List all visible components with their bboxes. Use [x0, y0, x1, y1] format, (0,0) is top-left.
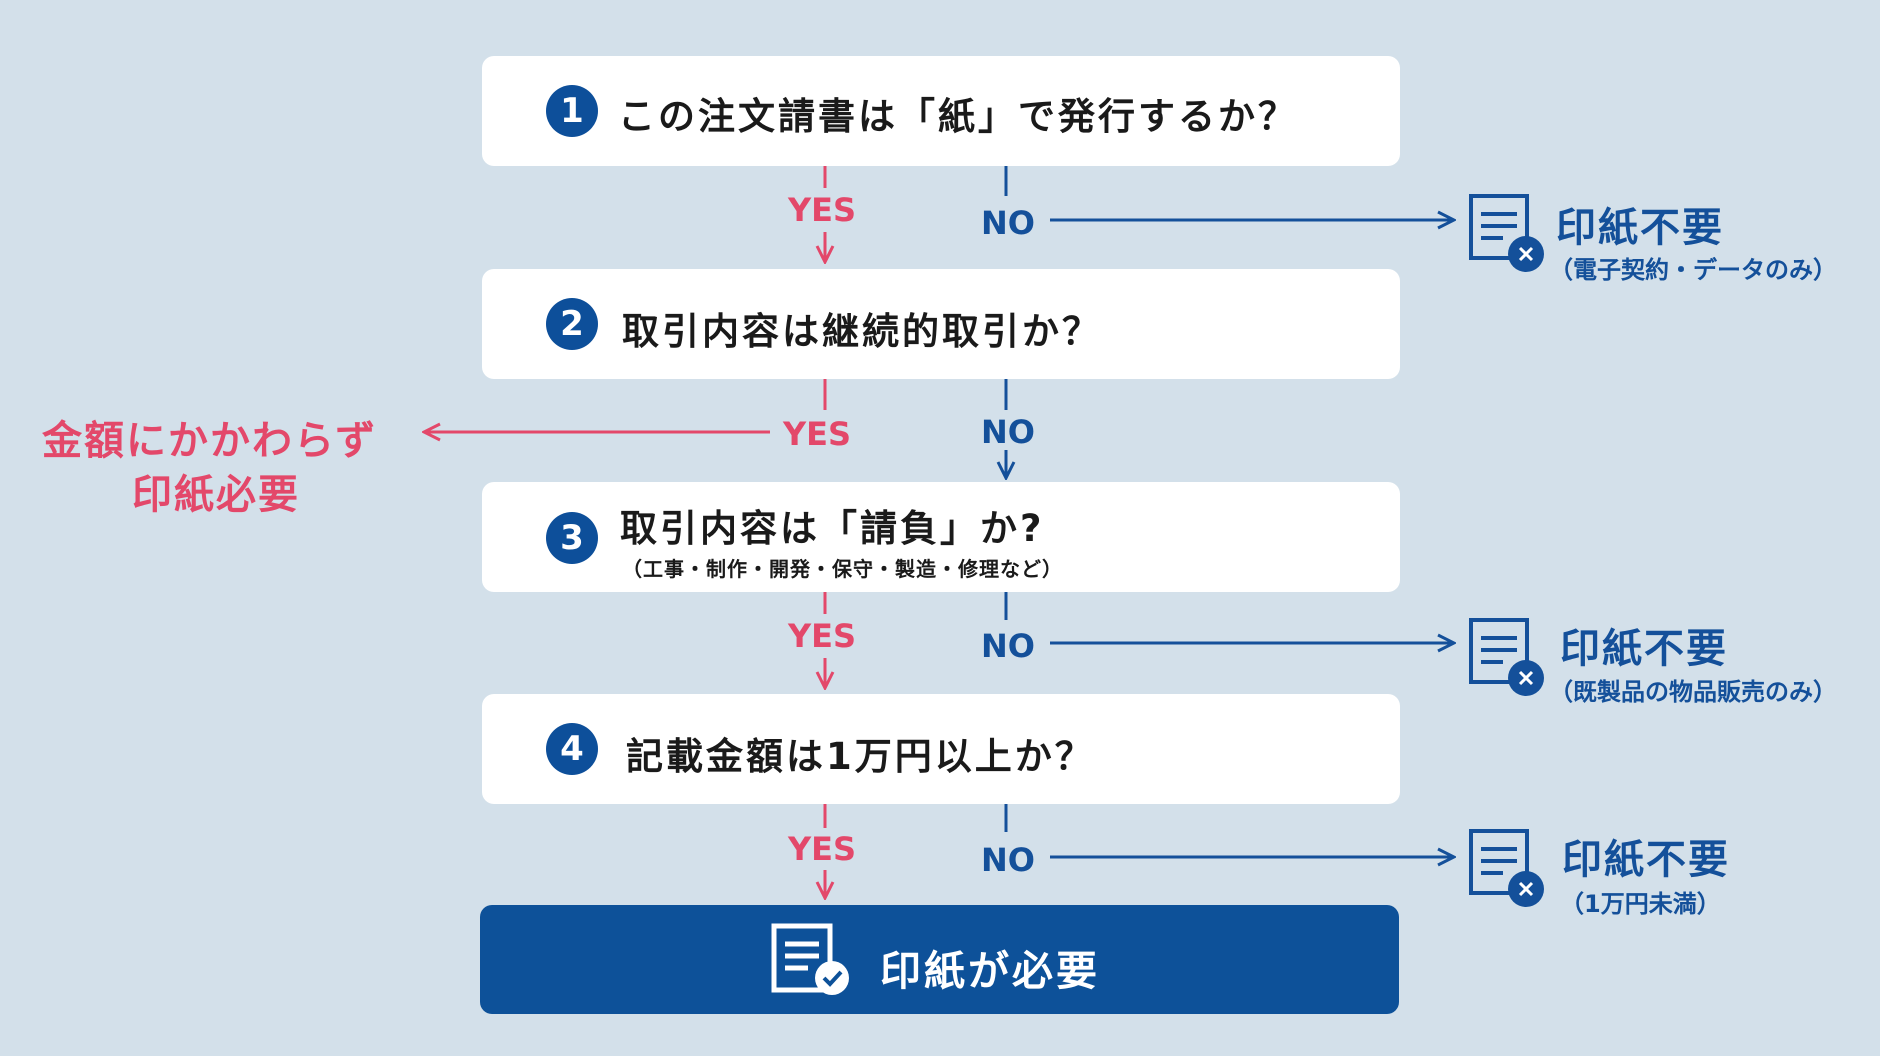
document-x-icon — [1469, 829, 1544, 907]
question-text-1: この注文請書は「紙」で発行するか？ — [618, 95, 1298, 138]
question-box-1: 1 この注文請書は「紙」で発行するか？ — [482, 56, 1400, 166]
result-title-1: 印紙不要 — [1556, 205, 1724, 251]
step-number-4: 4 — [546, 723, 598, 775]
document-x-icon — [1469, 618, 1544, 696]
result-note-1: （電子契約・データのみ） — [1549, 256, 1837, 284]
continuous-note-line-2: 印紙必要 — [132, 472, 300, 518]
yes-label-2: YES — [783, 415, 852, 453]
question-box-3: 3 取引内容は「請負」か? （工事・制作・開発・保守・製造・修理など） — [482, 482, 1400, 592]
question-box-2: 2 取引内容は継続的取引か？ — [482, 269, 1400, 379]
no-label-4: NO — [981, 841, 1035, 879]
yes-label-1: YES — [788, 191, 857, 229]
no-label-2: NO — [981, 413, 1035, 451]
result-title-3: 印紙不要 — [1562, 837, 1730, 883]
continuous-note-line-1: 金額にかかわらず — [42, 418, 378, 464]
result-note-2: （既製品の物品販売のみ） — [1549, 678, 1837, 706]
question-text-2: 取引内容は継続的取引か？ — [622, 310, 1102, 353]
question-text-3: 取引内容は「請負」か? — [620, 507, 1045, 550]
yes-label-4: YES — [788, 830, 857, 868]
step-number-1: 1 — [546, 85, 598, 137]
question-text-4: 記載金額は1万円以上か？ — [626, 735, 1095, 778]
no-label-3: NO — [981, 627, 1035, 665]
step-number-3: 3 — [546, 512, 598, 564]
result-note-3: （1万円未満） — [1560, 890, 1721, 918]
final-result-text: 印紙が必要 — [880, 947, 1100, 995]
final-result-box: 印紙が必要 — [480, 905, 1399, 1014]
question-box-4: 4 記載金額は1万円以上か？ — [482, 694, 1400, 804]
document-check-icon — [771, 923, 849, 995]
yes-label-3: YES — [788, 617, 857, 655]
document-x-icon — [1469, 194, 1544, 272]
question-subtext-3: （工事・制作・開発・保守・製造・修理など） — [622, 557, 1063, 581]
step-number-2: 2 — [546, 298, 598, 350]
result-title-2: 印紙不要 — [1560, 626, 1728, 672]
no-label-1: NO — [981, 204, 1035, 242]
